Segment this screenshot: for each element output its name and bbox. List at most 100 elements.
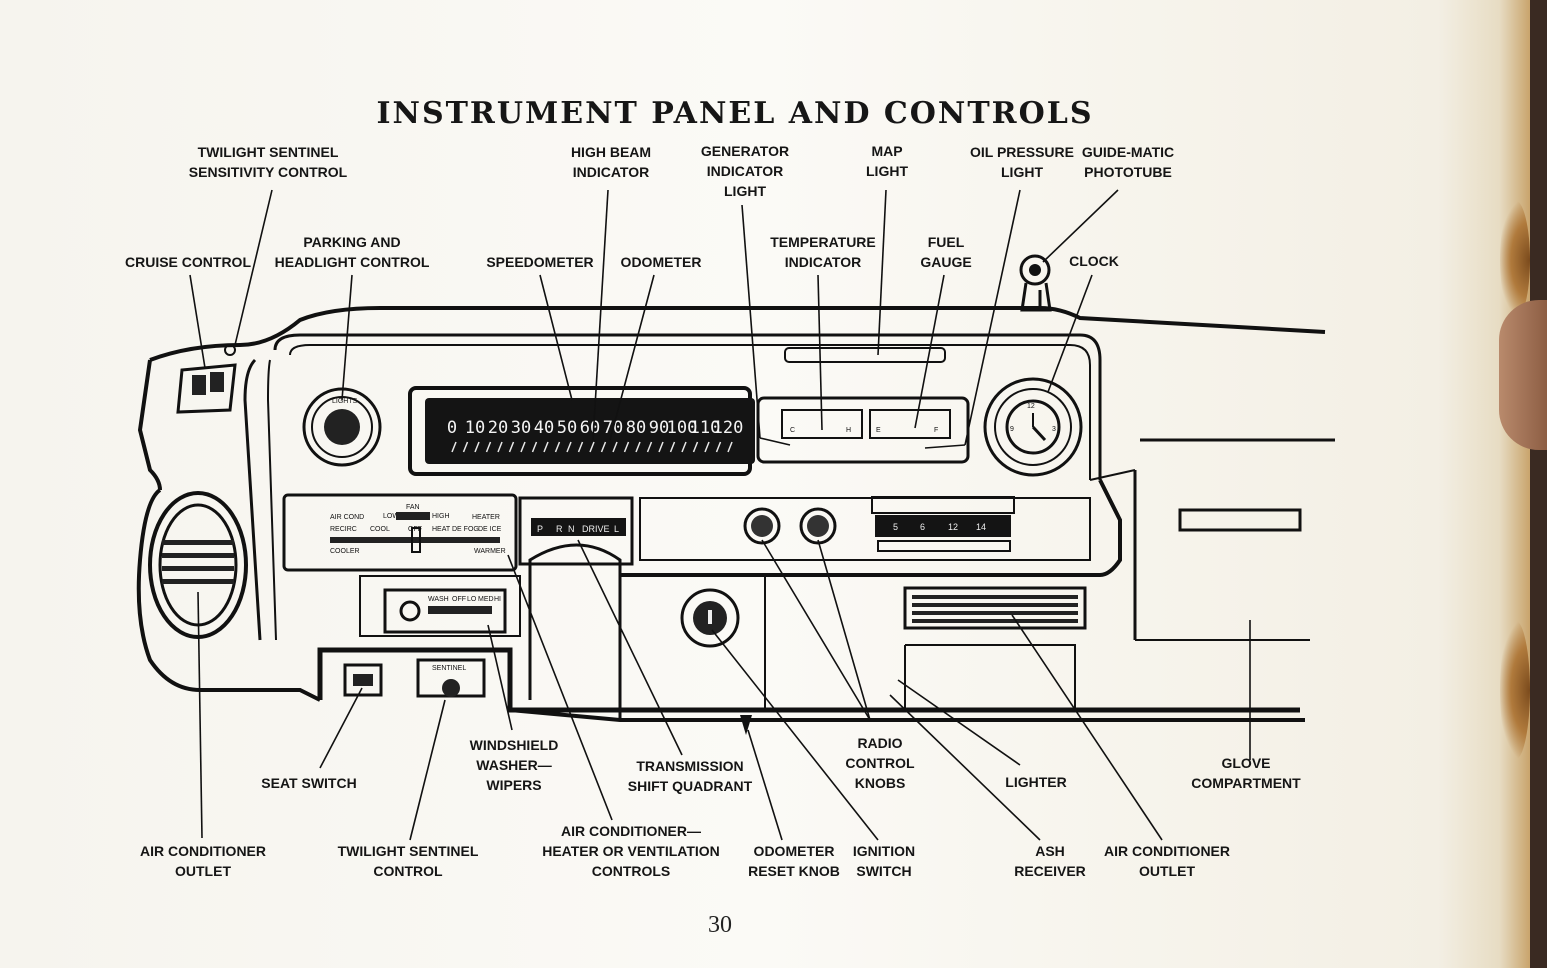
shift-park: P	[537, 524, 543, 534]
hvac-deice-label: DE ICE	[478, 526, 502, 533]
speedometer-tick	[715, 441, 722, 453]
odometer-reset-label: ODOMETER RESET KNOB	[748, 843, 840, 879]
speedometer-tick	[635, 441, 641, 453]
windshield-washer-label: WINDSHIELD WASHER— WIPERS	[469, 737, 559, 793]
temperature-indicator-label: TEMPERATURE INDICATOR	[770, 234, 876, 270]
sentinel-plate-label: SENTINEL	[432, 665, 466, 672]
shift-drive: DRIVE	[582, 524, 610, 534]
guide-matic-label: GUIDE-MATIC PHOTOTUBE	[1081, 144, 1175, 180]
speedometer-tick	[485, 441, 492, 453]
guide-matic-phototube	[1019, 254, 1052, 312]
speedometer-label: SPEEDOMETER	[486, 254, 594, 270]
shift-reverse: R	[556, 524, 563, 534]
temp-hot-label: H	[846, 427, 851, 434]
wiper-wash-label: WASH	[428, 596, 449, 603]
radio-dial-5: 5	[893, 522, 898, 532]
twilight-sentinel-plate: SENTINEL	[416, 658, 486, 698]
ash-receiver-label: ASH RECEIVER	[1014, 843, 1086, 879]
transmission-shift-label: TRANSMISSION SHIFT QUADRANT	[627, 758, 753, 794]
hvac-air-cond-label: AIR COND	[330, 514, 364, 521]
glove-compartment-label: GLOVE COMPARTMENT	[1191, 755, 1301, 791]
hvac-panel: AIR COND HEATER FAN LOW HIGH RECIRC COOL…	[282, 493, 518, 572]
hvac-cool-label: COOL	[370, 526, 390, 533]
speedometer-numeral: 90	[649, 418, 669, 438]
shift-neutral: N	[568, 524, 575, 534]
cruise-control-label: CRUISE CONTROL	[125, 254, 251, 270]
speedometer-tick	[566, 441, 572, 453]
speedometer-tick	[451, 441, 457, 453]
speedometer-numeral: 60	[580, 418, 600, 438]
hvac-off-label: OFF	[408, 526, 422, 533]
speedometer-numeral: 110	[690, 418, 721, 438]
fuel-full-label: F	[934, 427, 938, 434]
speedometer-tick	[577, 441, 584, 453]
speedometer-tick	[531, 441, 538, 453]
leader-lines	[189, 189, 1251, 841]
speedometer-tick	[623, 441, 630, 453]
speedometer-tick	[704, 441, 710, 453]
speedometer-numeral: 50	[557, 418, 577, 438]
clock-numeral-9: 9	[1010, 426, 1014, 433]
wiper-med-label: MED	[478, 596, 494, 603]
seat-switch	[343, 663, 383, 697]
temp-cold-label: C	[790, 427, 795, 434]
speedometer-tick	[727, 441, 733, 453]
ac-outlet-right-label: AIR CONDITIONER OUTLET	[1104, 843, 1230, 879]
lighter-label: LIGHTER	[1005, 774, 1067, 790]
hvac-warmer-label: WARMER	[474, 548, 506, 555]
speedometer-tick	[462, 441, 469, 453]
thumb	[1499, 300, 1547, 450]
wiper-lo-label: LO	[467, 596, 477, 603]
high-beam-label: HIGH BEAM INDICATOR	[570, 144, 652, 180]
speedometer-tick	[520, 441, 526, 453]
wiper-hi-label: HI	[494, 596, 501, 603]
speedometer-numeral: 80	[626, 418, 646, 438]
hvac-defog-label: DE FOG	[452, 526, 479, 533]
headlight-knob: LIGHTS	[302, 387, 382, 467]
clock: 12 3 9	[983, 377, 1083, 477]
wiper-off-label: OFF	[452, 596, 466, 603]
radio-dial-14: 14	[976, 522, 986, 532]
burn-mark	[1500, 620, 1530, 760]
speedometer-tick	[474, 441, 480, 453]
clock-numeral-12: 12	[1027, 403, 1035, 410]
oil-pressure-label: OIL PRESSURE LIGHT	[970, 144, 1074, 180]
speedometer-numeral: 120	[713, 418, 744, 438]
speedometer-numeral: 100	[667, 418, 698, 438]
speedometer-numeral: 10	[465, 418, 485, 438]
seat-switch-label: SEAT SWITCH	[261, 775, 357, 791]
hvac-cooler-label: COOLER	[330, 548, 360, 555]
speedometer-tick	[646, 441, 653, 453]
speedometer-numeral: 0	[447, 418, 457, 438]
speedometer-tick	[612, 441, 618, 453]
shift-low: L	[614, 524, 619, 534]
speedometer-numeral: 20	[488, 418, 508, 438]
page-number: 30	[708, 912, 732, 938]
speedometer-tick	[554, 441, 561, 453]
hvac-heater-label: HEATER	[472, 514, 500, 521]
fuel-gauge-label: FUEL GAUGE	[920, 234, 972, 270]
clock-numeral-3: 3	[1052, 426, 1056, 433]
ac-heater-controls-label: AIR CONDITIONER— HEATER OR VENTILATION C…	[542, 823, 720, 879]
ac-outlet-left-label: AIR CONDITIONER OUTLET	[140, 843, 266, 879]
twilight-sentinel-sensitivity-label: TWILIGHT SENTINEL SENSITIVITY CONTROL	[188, 144, 348, 180]
map-light	[784, 347, 946, 363]
speedometer-tick	[508, 441, 515, 453]
hvac-recirc-label: RECIRC	[330, 526, 357, 533]
shift-quadrant: P R N DRIVE L	[518, 496, 634, 720]
fuel-empty-label: E	[876, 427, 881, 434]
speedometer-tick	[543, 441, 549, 453]
speedometer-tick	[692, 441, 699, 453]
right-vent	[903, 586, 1087, 710]
hvac-fan-label: FAN	[406, 504, 420, 511]
speedometer-tick	[681, 441, 687, 453]
speedometer-numeral: 40	[534, 418, 554, 438]
speedometer-tick	[600, 441, 607, 453]
dash-outline	[136, 290, 1335, 722]
hvac-low-label: LOW	[383, 513, 399, 520]
